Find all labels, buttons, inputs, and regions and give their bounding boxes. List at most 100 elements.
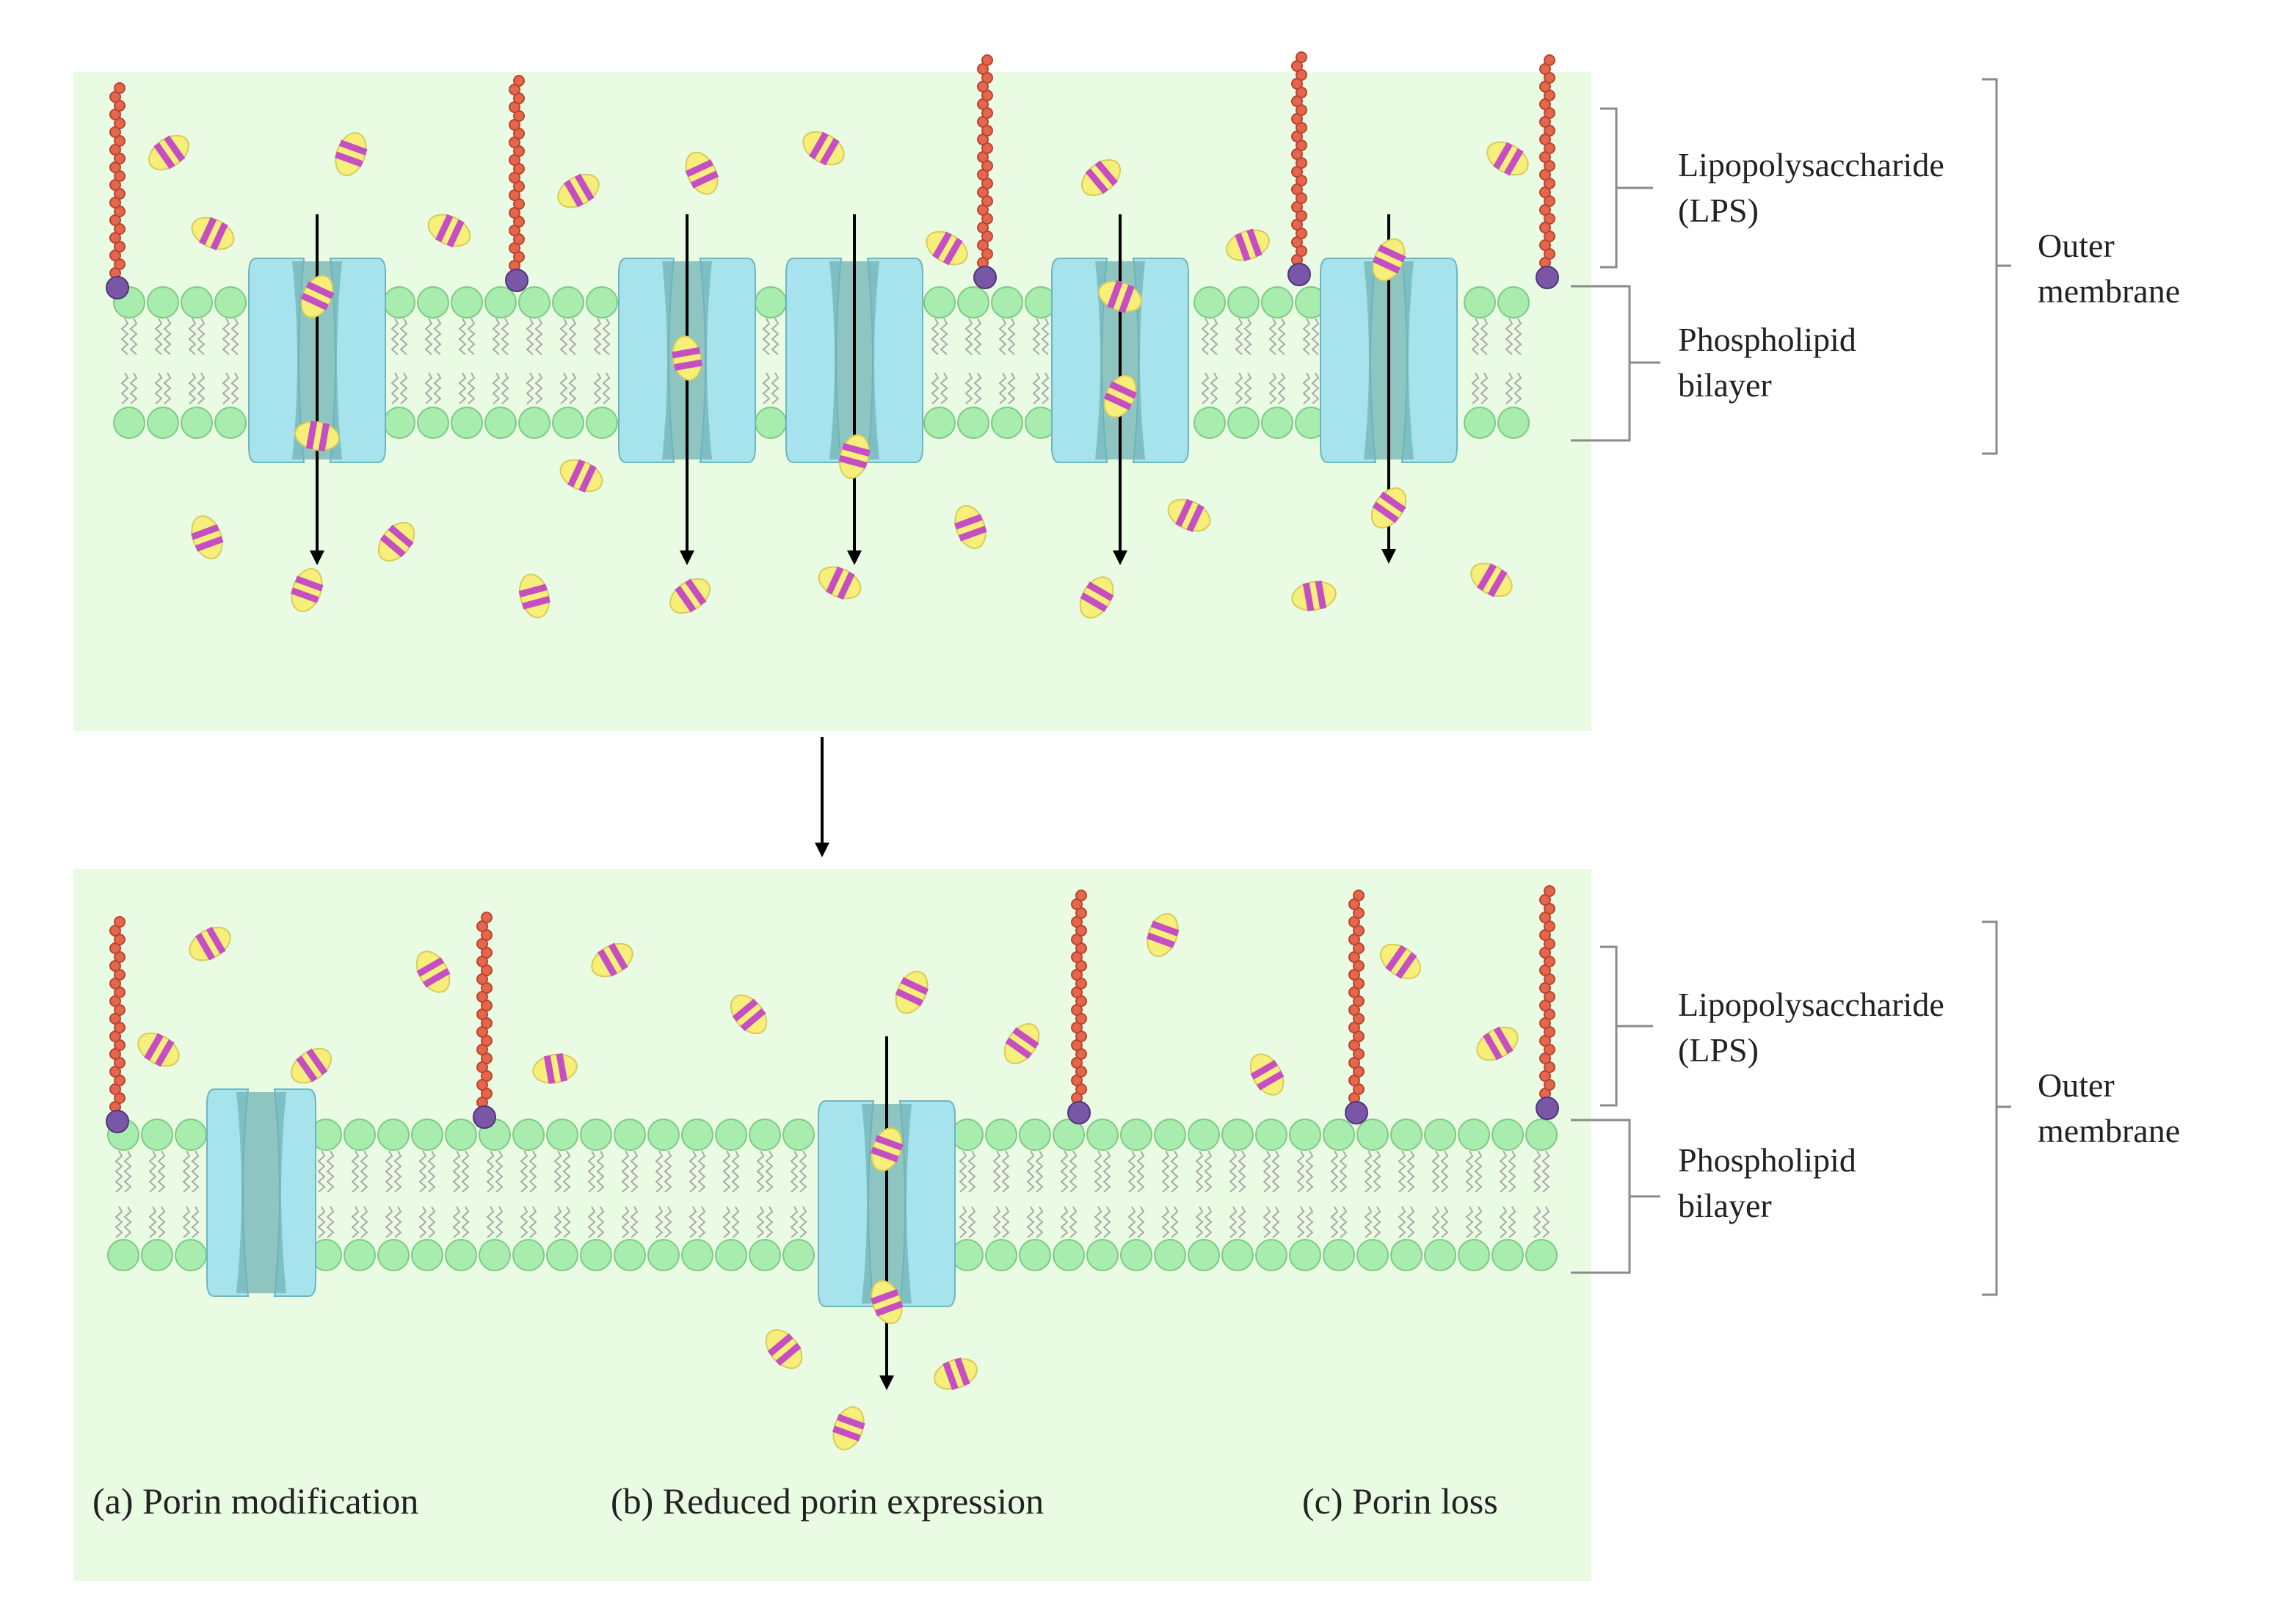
lipid-tail — [1007, 372, 1016, 404]
lipid-head — [1492, 1239, 1524, 1271]
lipid-tail — [931, 318, 940, 355]
lipid-tail — [1474, 1206, 1483, 1238]
lipid-tail — [1330, 1206, 1339, 1238]
lipid-head — [141, 1239, 173, 1271]
lipid-tail — [1398, 1150, 1406, 1193]
lipid-tail — [1406, 1150, 1415, 1193]
lipid-tail — [157, 1206, 166, 1238]
lipid-tail — [427, 1150, 436, 1193]
lipid-tail — [1201, 318, 1210, 355]
lps-bracket-top — [1600, 107, 1653, 269]
lipid-head — [647, 1239, 680, 1271]
lipid-head — [546, 1119, 578, 1151]
lipid-head — [417, 286, 449, 319]
lipid-tail — [154, 318, 163, 355]
lipid-head — [1525, 1119, 1558, 1151]
lipid-head — [181, 407, 213, 439]
lipid-tail — [458, 318, 467, 355]
antibiotic-molecule — [934, 1357, 978, 1390]
lipid-tail — [197, 318, 206, 355]
lipid-tail — [528, 1150, 537, 1193]
antibiotic-molecule — [415, 950, 451, 993]
lipid-tail — [655, 1150, 664, 1193]
lipid-tail — [1007, 318, 1016, 355]
lipid-tail — [568, 318, 577, 355]
lps-molecule — [1345, 890, 1368, 1124]
lipid-tail — [501, 372, 509, 404]
lps-label-line1: Lipopolysaccharide — [1678, 986, 1944, 1023]
lipid-tail — [424, 372, 433, 404]
lipid-tail — [1302, 318, 1311, 355]
lipid-tail — [520, 1150, 528, 1193]
lipid-tail — [461, 1206, 470, 1238]
lipid-tail — [1238, 1150, 1246, 1193]
antibiotic-molecule — [926, 230, 968, 266]
bilayer-label-line2: bilayer — [1678, 1187, 1772, 1224]
lipid-tail — [1480, 372, 1489, 404]
lipid-tail — [1032, 372, 1041, 404]
lipid-tail — [967, 1206, 976, 1238]
lipid-head — [484, 407, 517, 439]
lipid-tail — [1243, 372, 1252, 404]
antibiotic-molecule — [532, 1053, 578, 1084]
lipid-tail — [148, 1206, 157, 1238]
lipid-head — [1289, 1239, 1321, 1271]
lipid-tail — [385, 1206, 393, 1238]
lipid-tail — [222, 372, 230, 404]
lipid-tail — [1201, 372, 1210, 404]
antibiotic-molecule — [871, 1127, 904, 1171]
lipid-tail — [1268, 372, 1277, 404]
lipid-tail — [495, 1206, 504, 1238]
lipid-head — [1221, 1119, 1254, 1151]
lipid-tail — [390, 372, 399, 404]
lipid-head — [749, 1119, 781, 1151]
lipid-tail — [1102, 1206, 1111, 1238]
antibiotic-molecule — [1103, 374, 1138, 418]
lipid-tail — [731, 1206, 740, 1238]
lipid-tail — [964, 318, 973, 355]
lipid-tail — [1170, 1150, 1179, 1193]
lipid-tail — [120, 372, 129, 404]
antibiotic-molecule — [838, 434, 871, 479]
lipid-tail — [520, 1206, 528, 1238]
lps-molecule — [505, 75, 528, 292]
lipid-tail — [940, 372, 948, 404]
lipid-tail — [1271, 1150, 1280, 1193]
antibiotic-molecule — [832, 1406, 865, 1450]
lipid-head — [411, 1239, 443, 1271]
lipid-head — [377, 1119, 410, 1151]
porin-icon — [1320, 258, 1458, 463]
lipid-head — [377, 1239, 410, 1271]
lipid-tail — [602, 372, 611, 404]
lipid-head — [512, 1119, 545, 1151]
phospholipid-heads — [113, 286, 1530, 439]
antibiotic-molecule — [730, 994, 768, 1035]
lipid-tail — [756, 1150, 765, 1193]
lipid-tail — [593, 372, 602, 404]
caption-porin-modification: (a) Porin modification — [92, 1480, 418, 1522]
phospholipid-tails — [120, 318, 1522, 404]
antibiotic-molecule — [1249, 1053, 1285, 1096]
lipid-head — [383, 407, 415, 439]
porin-icon — [206, 1088, 316, 1297]
lipid-tail — [1210, 372, 1218, 404]
lipid-head — [715, 1119, 747, 1151]
lipid-tail — [762, 318, 771, 355]
lipid-tail — [360, 1150, 368, 1193]
antibiotic-molecule — [1486, 141, 1529, 176]
lipid-tail — [230, 318, 239, 355]
lipid-tail — [1431, 1150, 1440, 1193]
lipid-tail — [697, 1150, 706, 1193]
lipid-tail — [188, 318, 197, 355]
lipid-head — [1289, 1119, 1321, 1151]
antibiotic-molecule — [669, 578, 711, 614]
porin-icon — [618, 258, 756, 463]
lipid-tail — [129, 318, 138, 355]
lipid-head — [586, 407, 618, 439]
lipid-tail — [163, 318, 172, 355]
lipid-head — [1255, 1239, 1287, 1271]
lipid-tail — [1277, 318, 1286, 355]
lipid-head — [147, 286, 179, 319]
bottom-labels: Lipopolysaccharide (LPS) Phospholipid bi… — [1678, 986, 2180, 1224]
phospholipid-heads — [107, 1119, 1558, 1271]
